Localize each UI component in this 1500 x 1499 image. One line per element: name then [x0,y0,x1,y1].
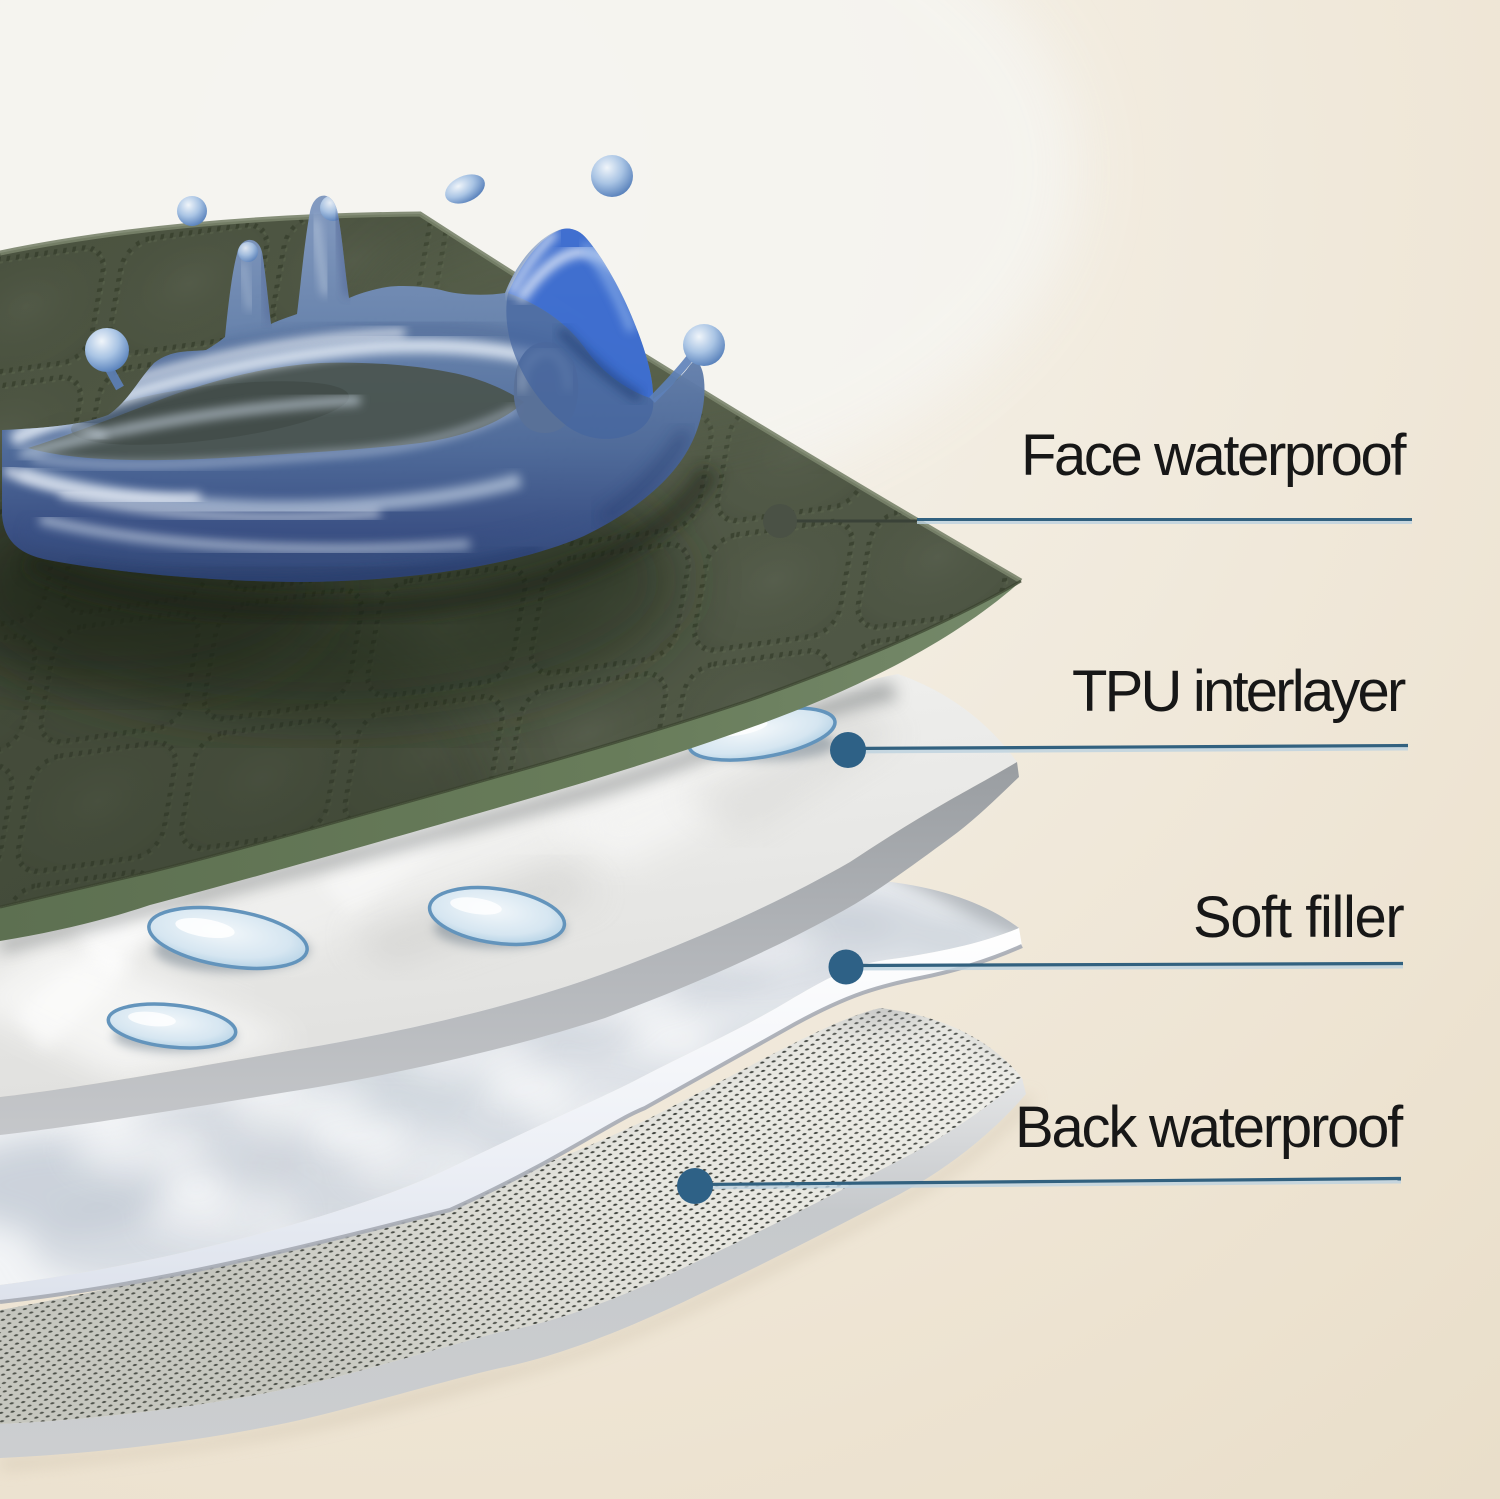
svg-text:TPU interlayer: TPU interlayer [1072,659,1406,724]
svg-text:Soft filler: Soft filler [1193,885,1404,950]
svg-text:Face waterproof: Face waterproof [1021,423,1407,488]
svg-text:Back waterproof: Back waterproof [1015,1095,1404,1160]
